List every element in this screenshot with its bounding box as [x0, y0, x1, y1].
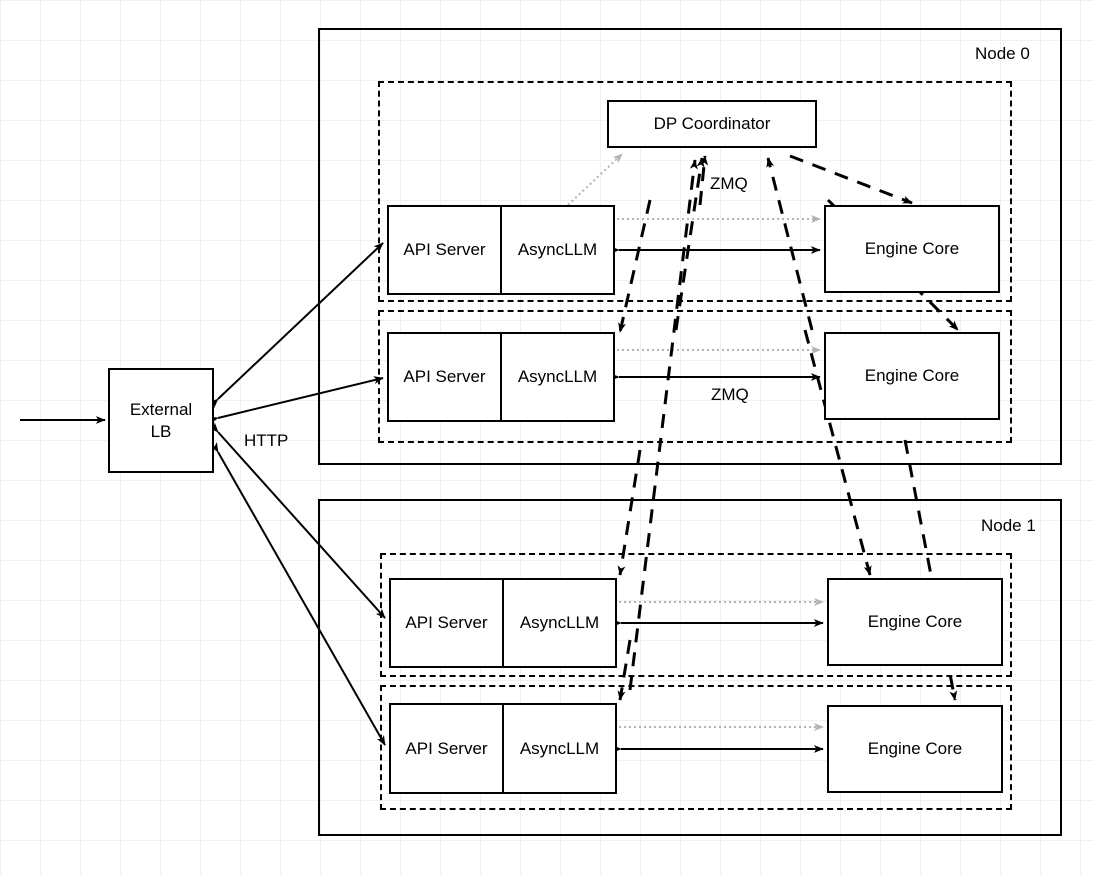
edge-coordinator-node0-rank0 [698, 155, 709, 206]
dp-coordinator-box[interactable]: DP Coordinator [607, 100, 817, 148]
edge-coordinator-to-node0-rank0-core [789, 154, 913, 205]
external-lb-line-2: LB [150, 421, 172, 441]
node-0-rank-0-async-llm[interactable]: AsyncLLM [517, 240, 598, 259]
node-0-container [318, 28, 1062, 465]
node-1-rank-0-api-server-group[interactable]: API Server AsyncLLM [389, 578, 617, 668]
node-1-label: Node 1 [981, 516, 1036, 535]
node-1-rank-0-group [380, 553, 1012, 677]
node-1-rank-1-group [380, 685, 1012, 810]
node-0-rank-1-api-server-group[interactable]: API Server AsyncLLM [387, 332, 615, 422]
http-label: HTTP [244, 431, 289, 450]
zmq-label-coordinator: ZMQ [710, 174, 748, 193]
edge-lb-to-node1-rank1-api [209, 442, 386, 746]
edge-coordinator-to-node1-rank1-api [617, 639, 632, 701]
node-1-rank-1-api-server[interactable]: API Server [391, 705, 504, 792]
node-1-rank-0-engine-core[interactable]: Engine Core [827, 578, 1003, 666]
external-lb-line-1: External [129, 400, 193, 420]
edge-coordinator-to-node1-rank0-core [803, 329, 872, 576]
zmq-label-node-0-rank-1: ZMQ [711, 385, 749, 404]
node-0-rank-0-api-server[interactable]: API Server [389, 207, 502, 293]
edge-lb-to-node0-rank1-api [208, 376, 384, 425]
node-1-rank-1-async-llm[interactable]: AsyncLLM [519, 738, 600, 758]
node-0-label: Node 0 [975, 44, 1030, 63]
edge-lb-to-node0-rank0-api [208, 242, 384, 409]
node-0-rank-0-api-server-group[interactable]: API Server AsyncLLM [387, 205, 615, 295]
external-lb-box[interactable]: External LB [108, 368, 214, 473]
edge-asyncllm-to-coordinator-dotted [567, 153, 623, 206]
node-0-rank-1-api-server[interactable]: API Server [389, 334, 502, 420]
node-1-container [318, 499, 1062, 836]
node-0-rank-0-group [378, 81, 1012, 302]
node-0-rank-1-engine-core[interactable]: Engine Core [824, 332, 1000, 420]
node-0-rank-1-async-llm[interactable]: AsyncLLM [517, 367, 598, 386]
edge-coordinator-node1-rank0 [628, 159, 698, 691]
node-1-rank-0-async-llm[interactable]: AsyncLLM [519, 613, 600, 632]
node-0-rank-1-group [378, 310, 1012, 443]
node-0-rank-0-engine-core[interactable]: Engine Core [824, 205, 1000, 293]
node-1-rank-1-api-server-group[interactable]: API Server AsyncLLM [389, 703, 617, 794]
node-1-rank-0-api-server[interactable]: API Server [391, 580, 504, 666]
node-1-rank-1-engine-core[interactable]: Engine Core [827, 705, 1003, 793]
